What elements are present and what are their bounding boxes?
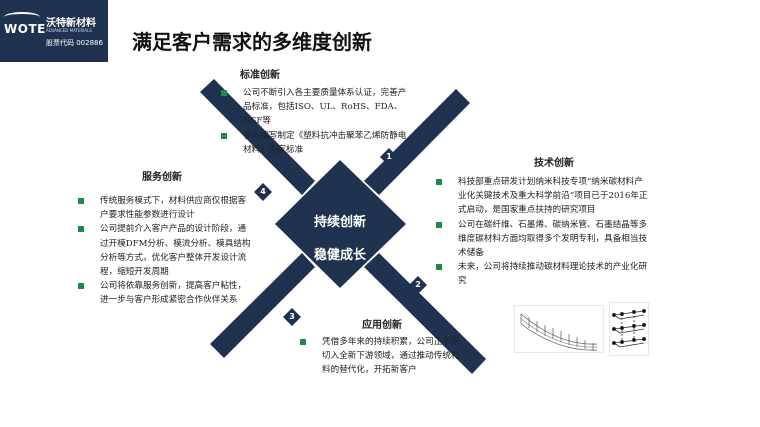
- tech-heading: 技术创新: [534, 158, 574, 169]
- list-item: 未来，公司将持续推动碳材料理论技术的产业化研究: [436, 260, 650, 288]
- badge-4: 4: [260, 187, 266, 196]
- carbon-nanotube-icon: [520, 313, 598, 351]
- badge-2-shape: [409, 276, 427, 294]
- list-item: 传统服务模式下，材料供应商仅根据客户要求性能参数进行设计: [78, 194, 252, 222]
- logo-swoosh-icon: [4, 12, 40, 22]
- list-item: 凭借多年来的持续积累，公司正不断切入全新下游领域，通过推动传统材料的替代化，开拓…: [300, 335, 468, 378]
- badge-3-shape: [283, 308, 301, 326]
- band-lower-left: [210, 253, 315, 358]
- list-item: 公司将依靠服务创新，提高客户粘性，进一步与客户形成紧密合作伙伴关系: [78, 279, 252, 307]
- badge-1-shape: [380, 148, 398, 166]
- square-bullet-icon: [221, 132, 227, 139]
- standard-heading: 标准创新: [240, 70, 280, 81]
- band-upper-left: [200, 79, 315, 195]
- band-lower-right: [364, 253, 486, 374]
- list-item: 参与编写制定《塑料抗冲击聚苯乙烯防静电材料》国家标准: [221, 129, 413, 157]
- badge-3: 3: [289, 312, 295, 321]
- center-line-2: 稳健成长: [313, 248, 366, 263]
- square-bullet-icon: [300, 339, 306, 345]
- application-list: 凭借多年来的持续积累，公司正不断切入全新下游领域，通过推动传统材料的替代化，开拓…: [300, 335, 468, 378]
- service-list: 传统服务模式下，材料供应商仅根据客户要求性能参数进行设计 公司提前介入客户产品的…: [78, 194, 252, 308]
- badge-2: 2: [415, 280, 421, 289]
- logo-en-name: ADVANCED MATERIALS: [46, 28, 92, 33]
- square-bullet-icon: [436, 221, 442, 228]
- center-diamond: [275, 160, 406, 288]
- list-item: 科技部重点研发计划纳米科技专项“纳米碳材料产业化关键技术及重大科学前沿”项目已于…: [436, 175, 650, 218]
- standard-list: 公司不断引入各主要质量体系认证，完善产品标准，包括ISO、UL、RoHS、FDA…: [221, 86, 413, 157]
- logo-brand: WOTE: [4, 22, 46, 36]
- badge-1: 1: [386, 152, 392, 161]
- list-item: 公司提前介入客户产品的设计阶段，通过开模DFM分析、模流分析、模具结构分析等方式…: [78, 222, 252, 279]
- tech-list: 科技部重点研发计划纳米科技专项“纳米碳材料产业化关键技术及重大科学前沿”项目已于…: [436, 175, 650, 289]
- square-bullet-icon: [436, 264, 442, 271]
- square-bullet-icon: [78, 283, 84, 290]
- logo-cn-name: 沃特新材料: [46, 18, 96, 29]
- page-title: 满足客户需求的多维度创新: [132, 30, 372, 54]
- service-heading: 服务创新: [142, 172, 182, 183]
- company-logo: WOTE 沃特新材料 ADVANCED MATERIALS 股票代码 00288…: [0, 0, 108, 62]
- carbon-nanotube-image: [514, 305, 604, 353]
- list-item: 公司不断引入各主要质量体系认证，完善产品标准，包括ISO、UL、RoHS、FDA…: [221, 86, 413, 129]
- square-bullet-icon: [436, 179, 442, 185]
- graphite-lattice-icon: [612, 309, 647, 348]
- center-line-1: 持续创新: [313, 215, 366, 230]
- badge-4-shape: [254, 183, 272, 201]
- square-bullet-icon: [78, 198, 84, 204]
- list-item: 公司在碳纤维、石墨烯、碳纳米管、石墨结晶等多维度碳材料方面均取得多个发明专利，具…: [436, 218, 650, 261]
- application-heading: 应用创新: [362, 320, 402, 331]
- graphite-lattice-image: [609, 302, 649, 356]
- square-bullet-icon: [221, 90, 227, 96]
- logo-stock-code: 股票代码 002886: [46, 39, 103, 47]
- square-bullet-icon: [78, 226, 84, 233]
- band-upper-right: [364, 89, 470, 195]
